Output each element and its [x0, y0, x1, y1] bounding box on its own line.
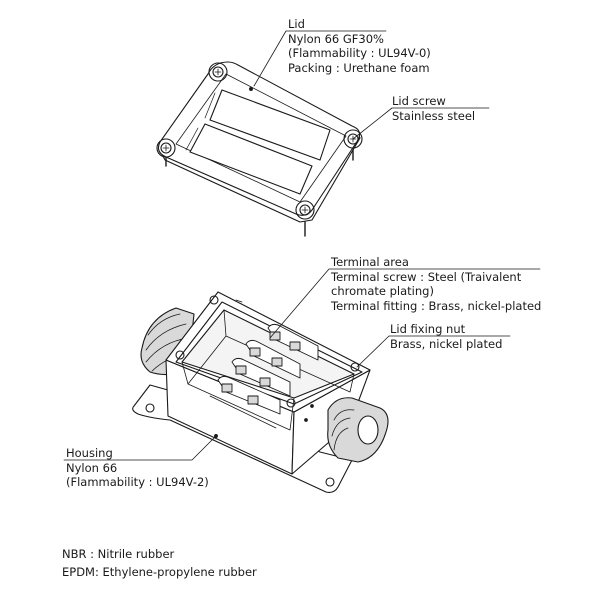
lid-drawing [156, 61, 363, 237]
callout-lid-fixing-nut: Lid fixing nut Brass, nickel plated [390, 322, 502, 351]
lid-screw-left [156, 138, 176, 158]
leader-lines [63, 30, 541, 461]
leader-lid [253, 30, 387, 87]
callout-lid-screw-title: Lid screw [392, 94, 446, 108]
lid-screw-bottom [295, 200, 315, 220]
cable-gland-right [327, 397, 389, 463]
callout-terminal-area: Terminal area Terminal screw : Steel (Tr… [331, 255, 541, 313]
mount-hole-right [325, 477, 335, 487]
housing-drawing [132, 291, 389, 493]
callout-housing-line-2: (Flammability : UL94V-2) [66, 475, 209, 489]
callout-terminal-area-title: Terminal area [331, 255, 409, 269]
callout-lid-line-3: Packing : Urethane foam [288, 60, 430, 75]
callout-housing-title: Housing [66, 446, 113, 460]
lid-fixing-nut-right [350, 362, 360, 372]
callout-terminal-area-line-3: Terminal fitting : Brass, nickel-plated [331, 298, 542, 313]
terminal-blocks [209, 323, 319, 429]
callout-lid: Lid Nylon 66 GF30% (Flammability : UL94V… [288, 17, 431, 75]
footnote-epdm: EPDM: Ethylene-propylene rubber [62, 565, 257, 579]
callout-lid-fixing-nut-line-1: Brass, nickel plated [390, 336, 503, 351]
lid-window-lower [189, 123, 313, 195]
lid-fixing-nut-left [175, 350, 185, 360]
callout-housing-line-1: Nylon 66 [66, 460, 118, 475]
lid-fixing-nut-back [209, 295, 219, 305]
mount-hole-left [145, 403, 155, 413]
lid-screw-top-left [208, 62, 228, 82]
leader-terminal-area [269, 268, 541, 339]
terminal-block-4 [217, 375, 281, 415]
callout-terminal-area-line-1: Terminal screw : Steel (Traivalent [331, 269, 522, 284]
callout-lid-line-1: Nylon 66 GF30% [288, 31, 384, 46]
callout-lid-screw-line-1: Stainless steel [392, 108, 476, 123]
terminal-block-2 [245, 339, 301, 379]
footnote-nbr: NBR : Nitrile rubber [62, 547, 175, 561]
callout-lid-title: Lid [288, 17, 305, 31]
lid-top-face [157, 61, 361, 216]
lid-window-upper [209, 89, 331, 161]
callout-housing: Housing Nylon 66 (Flammability : UL94V-2… [66, 446, 209, 490]
callout-lid-line-2: (Flammability : UL94V-0) [288, 46, 431, 60]
terminal-block-3 [231, 357, 291, 397]
callout-lid-screw: Lid screw Stainless steel [392, 94, 475, 123]
leader-lid-screw [352, 107, 490, 140]
callout-lid-fixing-nut-title: Lid fixing nut [390, 322, 466, 336]
leader-lid-fixing-nut [356, 335, 511, 368]
lid-fixing-nut-front [286, 398, 296, 408]
callout-terminal-area-line-2: chromate plating) [331, 284, 434, 298]
leader-housing [63, 435, 217, 461]
